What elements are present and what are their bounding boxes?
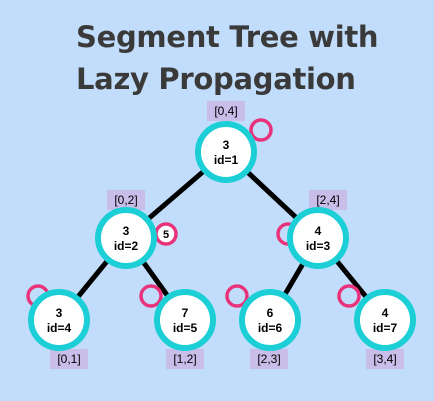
range-label-box	[50, 349, 88, 369]
lazy-marker	[249, 118, 273, 142]
node-circle	[239, 289, 301, 351]
tree-node-3: [2,4] 4id=3	[276, 190, 349, 269]
range-label-box	[166, 349, 204, 369]
range-label-box	[309, 190, 347, 210]
range-label: [1,2]	[173, 352, 196, 366]
tree-node-5: [1,2] 7id=5	[139, 284, 216, 369]
tree-node-4: [0,1] 3id=4	[26, 284, 90, 369]
range-label: [2,3]	[257, 352, 280, 366]
node-circle	[354, 289, 416, 351]
node-id-label: id=5	[173, 321, 198, 335]
range-label: [0,1]	[57, 352, 80, 366]
node-id-label: id=2	[114, 239, 139, 253]
node-circle	[28, 289, 90, 351]
tree-node-2: [0,2] 5 3id=2	[95, 190, 178, 269]
node-value: 3	[223, 138, 230, 152]
node-value: 4	[315, 224, 322, 238]
range-label: [3,4]	[373, 352, 396, 366]
node-circle	[287, 207, 349, 269]
node-id-label: id=6	[258, 321, 283, 335]
lazy-marker	[337, 284, 361, 308]
lazy-marker	[139, 284, 163, 308]
tree-node-7: [3,4] 4id=7	[337, 284, 416, 369]
node-id-label: id=7	[373, 321, 398, 335]
node-value: 4	[382, 306, 389, 320]
range-label-box	[250, 349, 288, 369]
lazy-marker	[225, 284, 249, 308]
range-label-box	[366, 349, 404, 369]
node-id-label: id=1	[214, 153, 239, 167]
node-value: 3	[56, 306, 63, 320]
node-value: 7	[182, 306, 189, 320]
node-circle	[195, 121, 257, 183]
title-line-1: Segment Tree with	[76, 20, 379, 54]
node-value: 3	[123, 224, 130, 238]
range-label: [0,2]	[114, 193, 137, 207]
node-id-label: id=4	[47, 321, 72, 335]
range-label-box	[107, 190, 145, 210]
node-circle	[154, 289, 216, 351]
tree-node-1: [0,4] 3id=1	[195, 101, 273, 183]
node-value: 6	[267, 306, 274, 320]
tree-node-6: [2,3] 6id=6	[225, 284, 301, 369]
lazy-value: 5	[163, 229, 169, 241]
range-label: [0,4]	[214, 104, 237, 118]
title-line-2: Lazy Propagation	[76, 62, 356, 96]
range-label: [2,4]	[316, 193, 339, 207]
node-id-label: id=3	[306, 239, 331, 253]
node-circle	[95, 207, 157, 269]
range-label-box	[207, 101, 245, 121]
